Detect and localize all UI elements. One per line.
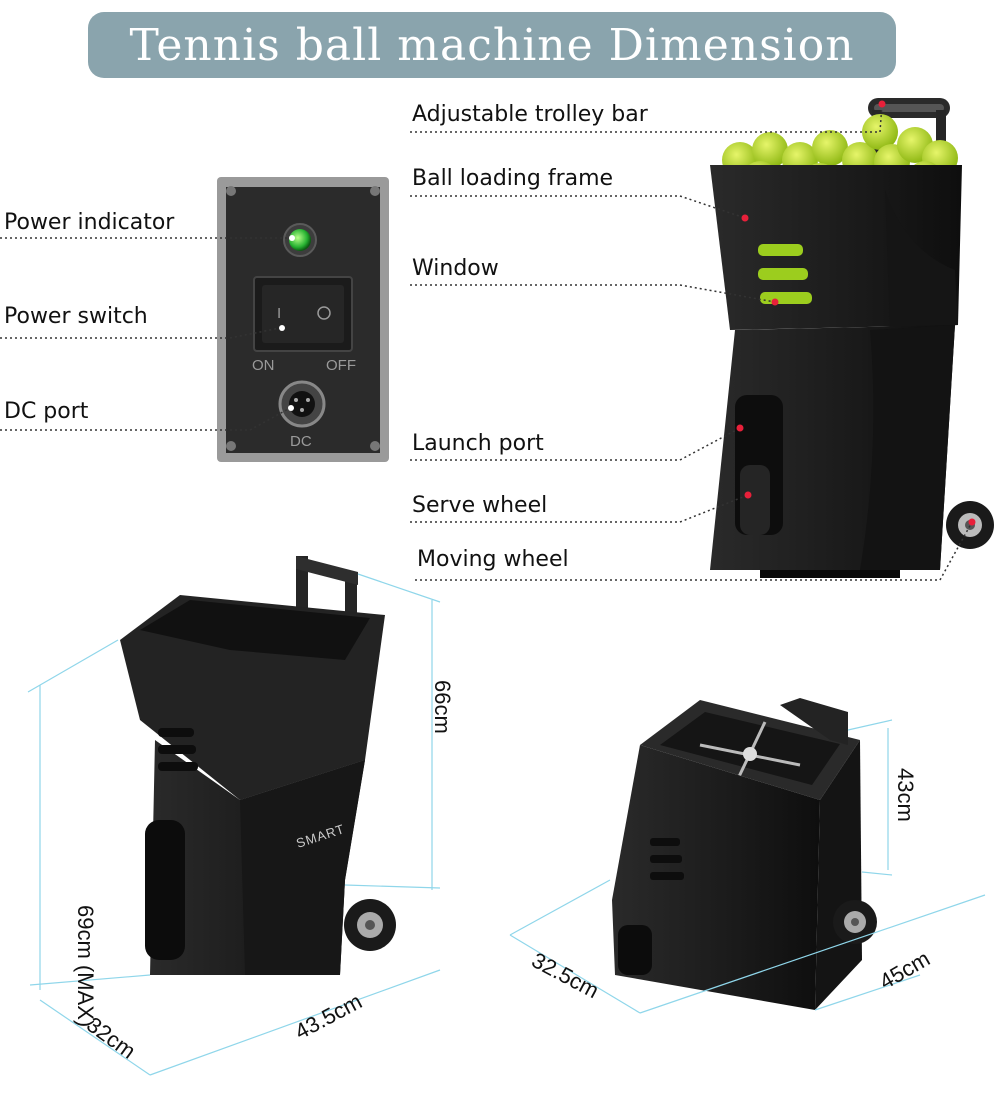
- switch-off-label: OFF: [326, 357, 356, 374]
- dimension-line: [861, 871, 893, 876]
- trolley-bar-handle: [780, 698, 848, 745]
- hopper-panel: [885, 190, 958, 330]
- dimension-line: [814, 974, 921, 1011]
- folded-height-label: 43cm: [893, 768, 918, 822]
- callout-trolley-bar: Adjustable trolley bar: [412, 102, 648, 127]
- wheel-axle-icon: [851, 918, 859, 926]
- machine-foot: [760, 570, 900, 578]
- title-banner: Tennis ball machine Dimension: [88, 12, 896, 78]
- folded-base-front: [612, 745, 820, 1010]
- page-title: Tennis ball machine Dimension: [129, 19, 855, 71]
- trolley-bar-grip: [874, 104, 944, 112]
- tennis-ball-icon: [812, 130, 848, 166]
- window-slot: [760, 292, 812, 304]
- marker-dot-icon: [878, 100, 886, 108]
- window-slot: [158, 728, 194, 737]
- launch-port-opening: [145, 820, 185, 960]
- height-max-label: 69cm (MAX): [73, 905, 98, 1027]
- leader-line: [410, 103, 883, 133]
- screw-icon: [370, 441, 380, 451]
- dimension-line: [27, 639, 119, 693]
- machine-folded: [612, 698, 877, 1010]
- folded-width-label: 45cm: [875, 946, 934, 995]
- marker-dot-icon: [771, 298, 779, 306]
- dimension-line: [29, 974, 151, 986]
- marker-dot-icon: [736, 424, 744, 432]
- switch-on-symbol: I: [277, 305, 281, 322]
- pin-icon: [306, 398, 310, 402]
- callout-serve-wheel: Serve wheel: [412, 493, 548, 518]
- window-slot: [650, 838, 680, 846]
- dimension-line: [149, 969, 441, 1076]
- dimension-line: [847, 719, 893, 731]
- dc-label: DC: [290, 433, 312, 450]
- callout-dc-port: DC port: [4, 399, 89, 424]
- callout-power-indicator: Power indicator: [4, 210, 175, 235]
- dimension-line: [344, 884, 441, 889]
- width-label: 43.5cm: [291, 988, 366, 1044]
- screw-icon: [370, 186, 380, 196]
- wheel-axle-icon: [365, 920, 375, 930]
- feeder-hub-icon: [743, 747, 757, 761]
- callout-power-switch: Power switch: [4, 304, 148, 329]
- marker-dot-icon: [744, 491, 752, 499]
- callout-window: Window: [412, 256, 499, 281]
- launch-port-opening: [618, 925, 652, 975]
- leader-line: [415, 521, 973, 581]
- tennis-ball-icon: [752, 132, 788, 168]
- folded-depth-label: 32.5cm: [528, 947, 603, 1003]
- trolley-bar-handle: [296, 556, 358, 585]
- leader-line: [410, 195, 746, 219]
- dimension-line: [39, 999, 151, 1076]
- pin-icon: [300, 408, 304, 412]
- machine-base-side: [860, 325, 955, 570]
- trolley-bar-post: [936, 110, 946, 170]
- screw-icon: [226, 186, 236, 196]
- pin-icon: [294, 398, 298, 402]
- marker-dot-icon: [289, 235, 295, 241]
- machine-leader-lines: [410, 103, 973, 581]
- leader-line: [410, 494, 749, 523]
- window-slot: [758, 268, 808, 280]
- window-slot: [650, 872, 684, 880]
- depth-label: 32cm: [82, 1012, 140, 1064]
- expanded-dimension-lines: [27, 573, 441, 1076]
- dimension-line: [509, 934, 641, 1014]
- machine-expanded: SMART: [120, 556, 396, 975]
- window-slot: [158, 745, 196, 754]
- callout-launch-port: Launch port: [412, 431, 544, 456]
- window-slot: [650, 855, 682, 863]
- dimension-line: [639, 894, 986, 1014]
- leader-line: [0, 327, 281, 339]
- screw-icon: [226, 441, 236, 451]
- window-slot: [158, 762, 198, 771]
- machine-main: [710, 98, 994, 578]
- hopper-inside: [140, 600, 370, 660]
- serve-wheel: [740, 465, 770, 535]
- marker-dot-icon: [968, 518, 976, 526]
- leader-line: [410, 284, 776, 303]
- window-slot: [758, 244, 803, 256]
- leader-line: [410, 427, 741, 461]
- dimension-line: [357, 573, 441, 603]
- power-led-icon: [289, 229, 311, 251]
- marker-dot-icon: [279, 325, 285, 331]
- marker-dot-icon: [741, 214, 749, 222]
- folded-dimension-lines: [509, 719, 986, 1014]
- switch-on-label: ON: [252, 357, 275, 374]
- panel-leader-lines: [0, 237, 291, 431]
- control-panel: I ON OFF DC: [217, 177, 389, 462]
- switch-off-symbol-icon: [317, 306, 331, 320]
- dc-port-socket-icon: [289, 391, 315, 417]
- leader-line: [0, 407, 291, 431]
- machine-base-side: [240, 760, 365, 975]
- height-label: 66cm: [430, 680, 455, 734]
- marker-dot-icon: [288, 405, 294, 411]
- callout-moving-wheel: Moving wheel: [417, 547, 569, 572]
- dimension-line: [509, 879, 611, 936]
- power-switch-rocker[interactable]: [262, 285, 344, 343]
- callout-loading-frame: Ball loading frame: [412, 166, 614, 191]
